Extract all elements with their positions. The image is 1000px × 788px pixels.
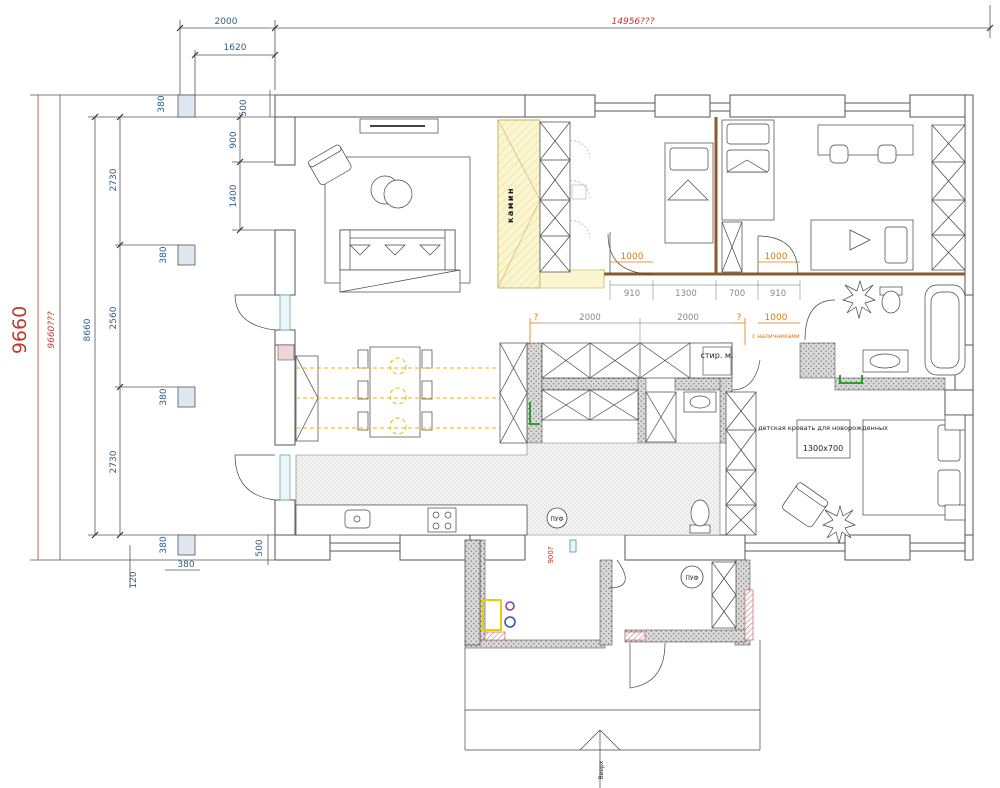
dim-500-bottom: 500 xyxy=(255,539,265,556)
gray-700: 700 xyxy=(729,289,745,299)
dim-top-2000: 2000 xyxy=(215,17,238,27)
fireplace-label: камин xyxy=(506,187,515,223)
main-bathroom xyxy=(842,279,966,376)
dim-380-c: 380 xyxy=(159,536,169,553)
bathroom-small xyxy=(645,391,717,534)
dim-2730-bottom: 2730 xyxy=(109,450,119,473)
kitchen-counter xyxy=(295,342,528,536)
bedroom-1-furniture xyxy=(664,119,775,273)
pouf-b xyxy=(680,565,704,589)
walls xyxy=(274,94,974,561)
hall-wardrobe xyxy=(541,342,733,421)
dim-380-bottom: 380 xyxy=(177,560,194,570)
up-label: Вверх xyxy=(598,760,605,779)
door-1000-b: 1000 xyxy=(765,252,788,262)
gray-910-b: 910 xyxy=(770,289,786,299)
gray-2000-a: 2000 xyxy=(579,313,601,323)
question-a: ? xyxy=(534,313,539,323)
dim-500-top: 500 xyxy=(239,99,249,116)
crib-label: детская кровать для новорожденных xyxy=(758,424,888,432)
entrance-shelf xyxy=(482,599,502,631)
dim-2730-top: 2730 xyxy=(109,168,119,191)
dining-lights xyxy=(296,357,500,435)
dim-380-b: 380 xyxy=(159,388,169,405)
entrance-area xyxy=(464,539,761,788)
washer-label: стир. м. xyxy=(701,351,734,360)
dim-overall-width: 14956??? xyxy=(612,17,655,27)
door-1000-a: 1000 xyxy=(621,252,644,262)
dim-1400: 1400 xyxy=(229,184,239,207)
door-1000-c: 1000 xyxy=(765,313,788,323)
nursery-furniture xyxy=(782,414,966,545)
dim-900q: 900? xyxy=(547,546,555,563)
fireplace-area xyxy=(497,119,541,289)
gray-2000-b: 2000 xyxy=(677,313,699,323)
pouf-a xyxy=(546,507,568,529)
dim-overall-height-alt: 9660??? xyxy=(47,311,57,348)
question-b: ? xyxy=(737,313,742,323)
pouf-b-label: ПУФ xyxy=(685,575,698,582)
bedroom-2-furniture xyxy=(810,124,966,271)
door-casing-label: с наличниками xyxy=(752,333,800,340)
hall-right-wardrobe xyxy=(725,391,757,536)
gray-1300: 1300 xyxy=(675,289,697,299)
dim-380-a: 380 xyxy=(159,246,169,263)
dim-900: 900 xyxy=(229,131,239,148)
washer xyxy=(702,346,732,376)
dim-120: 120 xyxy=(129,571,139,588)
living-room-furniture xyxy=(308,118,471,293)
dim-8660: 8660 xyxy=(83,318,93,341)
dim-2560: 2560 xyxy=(109,306,119,329)
crib-size: 1300x700 xyxy=(803,444,843,453)
dim-380-top: 380 xyxy=(157,95,167,112)
door-swings xyxy=(234,232,836,689)
pouf-a-label: ПУФ xyxy=(550,516,563,523)
dim-overall-height: 9660 xyxy=(9,306,31,354)
wardrobe-fireplace xyxy=(539,121,571,273)
dining-table xyxy=(295,346,433,442)
dim-1620: 1620 xyxy=(224,43,247,53)
gray-910-a: 910 xyxy=(624,289,640,299)
